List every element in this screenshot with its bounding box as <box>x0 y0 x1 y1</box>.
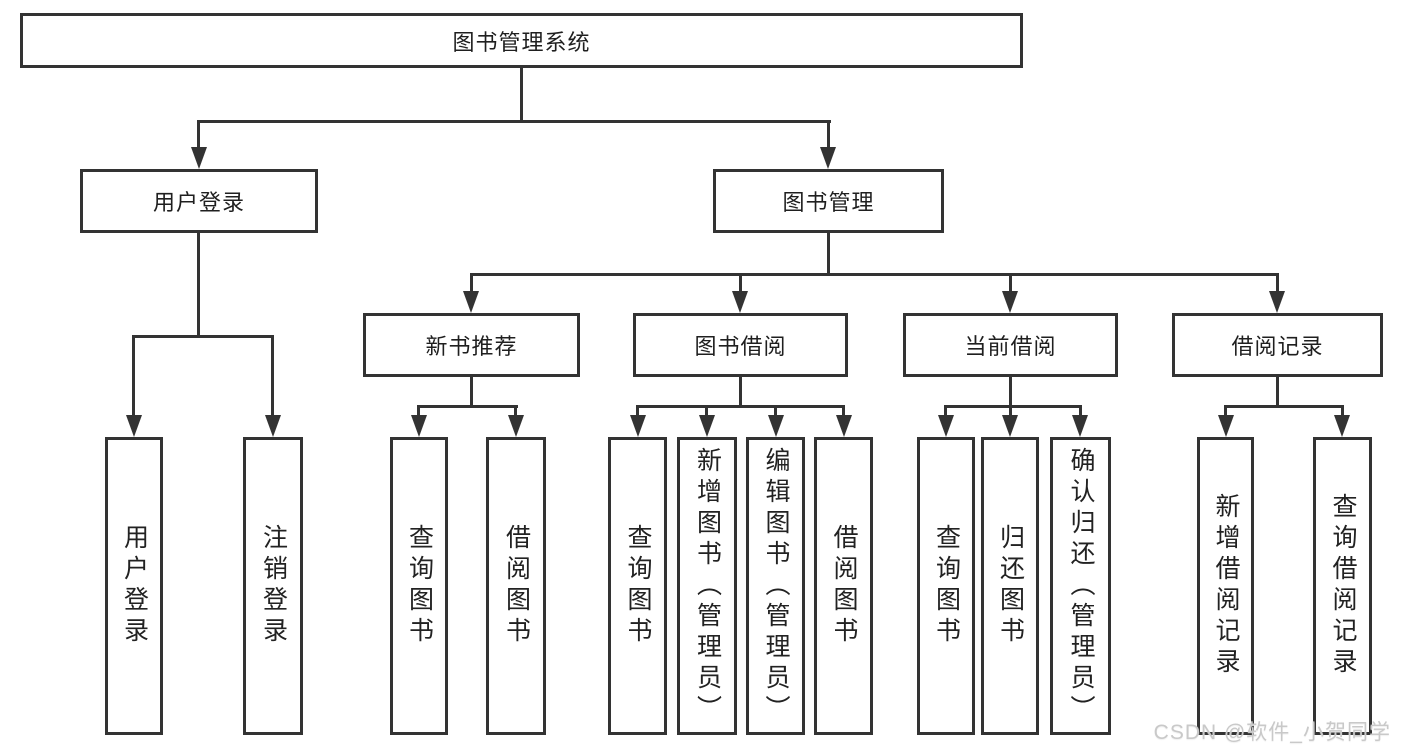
leaf-query-borrow-record-label: 查询借阅记录 <box>1329 493 1357 679</box>
connector-currentborrow-bar <box>944 405 1082 408</box>
connector-newbook-drop-2 <box>514 405 517 417</box>
connector-bookmgmt-drop-4 <box>1276 273 1279 291</box>
arrowhead-book-management <box>820 147 836 169</box>
connector-bookborrow-drop-4 <box>842 405 845 417</box>
arrowhead-add-borrow-record <box>1218 415 1234 437</box>
leaf-add-borrow-record: 新增借阅记录 <box>1197 437 1254 735</box>
node-user-login: 用户登录 <box>80 169 318 233</box>
connector-bookmgmt-drop-1 <box>470 273 473 291</box>
leaf-query-books-2: 查询图书 <box>608 437 667 735</box>
leaf-borrow-books-1-label: 借阅图书 <box>502 524 531 648</box>
leaf-add-books-admin-label: 新增图书（管理员） <box>693 446 722 726</box>
connector-borrowrecords-bar <box>1224 405 1343 408</box>
arrowhead-confirm-return-admin <box>1072 415 1088 437</box>
leaf-logout-label: 注销登录 <box>259 524 288 648</box>
node-current-borrow: 当前借阅 <box>903 313 1118 377</box>
leaf-user-login: 用户登录 <box>105 437 163 735</box>
leaf-query-books-2-label: 查询图书 <box>624 524 652 648</box>
connector-bookborrow-drop-3 <box>774 405 777 417</box>
arrowhead-return-books <box>1002 415 1018 437</box>
connector-bookmgmt-stem <box>827 233 830 273</box>
arrowhead-query-books-1 <box>411 415 427 437</box>
arrowhead-leaf-user-login <box>126 415 142 437</box>
arrowhead-query-borrow-record <box>1334 415 1350 437</box>
connector-bookmgmt-bar <box>470 273 1278 276</box>
arrowhead-borrow-books-1 <box>508 415 524 437</box>
arrowhead-add-books-admin <box>699 415 715 437</box>
connector-newbook-stem <box>470 377 473 405</box>
leaf-borrow-books-1: 借阅图书 <box>486 437 546 735</box>
arrowhead-query-books-3 <box>938 415 954 437</box>
connector-root-stem <box>520 68 523 120</box>
leaf-return-books: 归还图书 <box>981 437 1039 735</box>
connector-userlogin-stem <box>197 233 200 335</box>
connector-root-bar <box>197 120 831 123</box>
connector-borrowrecords-drop-2 <box>1341 405 1344 417</box>
leaf-add-books-admin: 新增图书（管理员） <box>677 437 737 735</box>
leaf-query-borrow-record: 查询借阅记录 <box>1313 437 1372 735</box>
arrowhead-book-borrow <box>732 291 748 313</box>
watermark: CSDN @软件_小贺同学 <box>1153 721 1391 744</box>
arrowhead-leaf-logout <box>265 415 281 437</box>
connector-userlogin-drop-1 <box>132 335 135 415</box>
connector-borrowrecords-drop-1 <box>1224 405 1227 417</box>
node-root-library-system: 图书管理系统 <box>20 13 1023 68</box>
connector-currentborrow-drop-2 <box>1009 405 1012 417</box>
connector-bookmgmt-drop-3 <box>1009 273 1012 291</box>
connector-bookborrow-drop-1 <box>636 405 639 417</box>
leaf-borrow-books-2: 借阅图书 <box>814 437 873 735</box>
arrowhead-query-books-2 <box>630 415 646 437</box>
connector-bookborrow-bar <box>636 405 845 408</box>
connector-root-drop-left <box>197 120 200 150</box>
connector-borrowrecords-stem <box>1276 377 1279 405</box>
arrowhead-borrow-books-2 <box>836 415 852 437</box>
leaf-confirm-return-admin: 确认归还（管理员） <box>1050 437 1111 735</box>
leaf-edit-books-admin-label: 编辑图书（管理员） <box>762 446 790 726</box>
leaf-user-login-label: 用户登录 <box>120 524 149 648</box>
leaf-query-books-1: 查询图书 <box>390 437 448 735</box>
arrowhead-user-login <box>191 147 207 169</box>
node-book-management: 图书管理 <box>713 169 944 233</box>
leaf-query-books-3: 查询图书 <box>917 437 975 735</box>
connector-userlogin-bar <box>132 335 274 338</box>
arrowhead-current-borrow <box>1002 291 1018 313</box>
connector-newbook-bar <box>417 405 518 408</box>
leaf-borrow-books-2-label: 借阅图书 <box>830 524 858 648</box>
leaf-add-borrow-record-label: 新增借阅记录 <box>1212 493 1240 679</box>
connector-currentborrow-drop-3 <box>1079 405 1082 417</box>
node-borrow-records: 借阅记录 <box>1172 313 1383 377</box>
node-new-book-recommend: 新书推荐 <box>363 313 580 377</box>
leaf-edit-books-admin: 编辑图书（管理员） <box>746 437 805 735</box>
leaf-query-books-3-label: 查询图书 <box>932 524 961 648</box>
connector-bookborrow-stem <box>739 377 742 405</box>
connector-newbook-drop-1 <box>417 405 420 417</box>
leaf-confirm-return-admin-label: 确认归还（管理员） <box>1067 446 1095 726</box>
arrowhead-borrow-records <box>1269 291 1285 313</box>
connector-currentborrow-drop-1 <box>944 405 947 417</box>
leaf-query-books-1-label: 查询图书 <box>405 524 434 648</box>
leaf-logout: 注销登录 <box>243 437 303 735</box>
node-book-borrow: 图书借阅 <box>633 313 848 377</box>
arrowhead-edit-books-admin <box>768 415 784 437</box>
connector-bookmgmt-drop-2 <box>739 273 742 291</box>
connector-root-drop-right <box>827 120 830 150</box>
connector-userlogin-drop-2 <box>271 335 274 415</box>
arrowhead-new-book-recommend <box>463 291 479 313</box>
connector-currentborrow-stem <box>1009 377 1012 405</box>
leaf-return-books-label: 归还图书 <box>996 524 1025 648</box>
connector-bookborrow-drop-2 <box>705 405 708 417</box>
